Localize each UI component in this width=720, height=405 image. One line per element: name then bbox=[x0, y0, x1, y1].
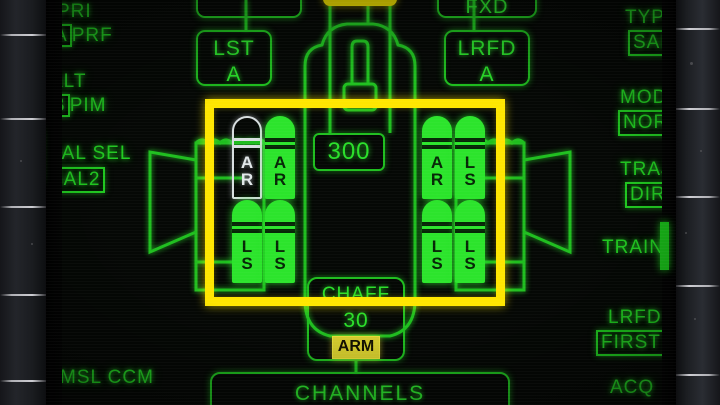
chaff-panel[interactable]: CHAFF 30 ARM bbox=[307, 277, 405, 361]
store-code-bot: S bbox=[464, 254, 476, 273]
store-code: L S bbox=[455, 238, 485, 272]
channels-label: CHANNELS bbox=[294, 382, 426, 405]
softkey-lrfd[interactable]: LRFD A bbox=[444, 30, 530, 86]
topkey-right-label: FXD bbox=[465, 0, 509, 18]
store-code: A R bbox=[422, 154, 452, 188]
stores-quantity-value: 300 bbox=[327, 138, 371, 165]
store-code: L S bbox=[422, 238, 452, 272]
softkey-lst-sub: A bbox=[226, 63, 242, 86]
store-code-bot: S bbox=[431, 254, 443, 273]
store-right-outboard-fwd[interactable]: L S bbox=[455, 116, 485, 199]
store-band bbox=[265, 138, 295, 142]
store-code-bot: S bbox=[464, 170, 476, 189]
store-code: A R bbox=[232, 154, 262, 188]
store-code-top: L bbox=[274, 237, 286, 256]
store-code-top: A bbox=[240, 153, 254, 172]
store-code: L S bbox=[455, 154, 485, 188]
store-right-inboard-fwd[interactable]: A R bbox=[422, 116, 452, 199]
bezel-right bbox=[676, 0, 720, 405]
channels-button[interactable]: CHANNELS bbox=[210, 372, 510, 405]
store-right-outboard-aft[interactable]: L S bbox=[455, 200, 485, 283]
store-code-top: L bbox=[464, 153, 476, 172]
softkey-lst[interactable]: LST A bbox=[196, 30, 272, 86]
softkey-lrfd-label: LRFD bbox=[457, 37, 517, 60]
softkey-lrfd-sub: A bbox=[479, 63, 495, 86]
store-band bbox=[455, 229, 485, 233]
store-band bbox=[455, 222, 485, 226]
tick-train bbox=[660, 222, 669, 270]
topkey-right-clipped[interactable]: FXD bbox=[437, 0, 537, 18]
store-code-bot: S bbox=[274, 254, 286, 273]
store-band bbox=[455, 138, 485, 142]
softkey-lst-label: LST bbox=[213, 37, 255, 60]
chaff-count: 30 bbox=[343, 309, 369, 332]
store-code-bot: R bbox=[240, 170, 254, 189]
store-band bbox=[422, 229, 452, 233]
store-band bbox=[232, 145, 262, 148]
store-right-inboard-aft[interactable]: L S bbox=[422, 200, 452, 283]
store-code-top: L bbox=[464, 237, 476, 256]
store-band bbox=[265, 145, 295, 149]
topkey-left-clipped[interactable] bbox=[196, 0, 302, 18]
chaff-title: CHAFF bbox=[321, 284, 391, 305]
store-code-top: A bbox=[430, 153, 444, 172]
store-code-bot: R bbox=[430, 170, 444, 189]
store-band bbox=[232, 222, 262, 226]
store-code-bot: R bbox=[273, 170, 287, 189]
stores-quantity-readout[interactable]: 300 bbox=[313, 133, 385, 171]
store-code: A R bbox=[265, 154, 295, 188]
store-left-inboard-fwd[interactable]: A R bbox=[265, 116, 295, 199]
chaff-status-badge[interactable]: ARM bbox=[331, 336, 381, 359]
store-band bbox=[265, 229, 295, 233]
store-band bbox=[422, 145, 452, 149]
store-code-top: A bbox=[273, 153, 287, 172]
store-left-outboard-aft[interactable]: L S bbox=[232, 200, 262, 283]
store-code: L S bbox=[265, 238, 295, 272]
store-band bbox=[422, 222, 452, 226]
topkey-armed-indicator[interactable] bbox=[323, 0, 397, 6]
store-band bbox=[265, 222, 295, 226]
store-left-outboard-fwd[interactable]: A R bbox=[232, 116, 262, 199]
store-left-inboard-aft[interactable]: L S bbox=[265, 200, 295, 283]
store-band bbox=[232, 138, 262, 141]
store-code: L S bbox=[232, 238, 262, 272]
store-band bbox=[455, 145, 485, 149]
bezel-left bbox=[0, 0, 46, 405]
store-code-bot: S bbox=[241, 254, 253, 273]
store-code-top: L bbox=[241, 237, 253, 256]
store-band bbox=[232, 229, 262, 233]
store-band bbox=[422, 138, 452, 142]
store-code-top: L bbox=[431, 237, 443, 256]
